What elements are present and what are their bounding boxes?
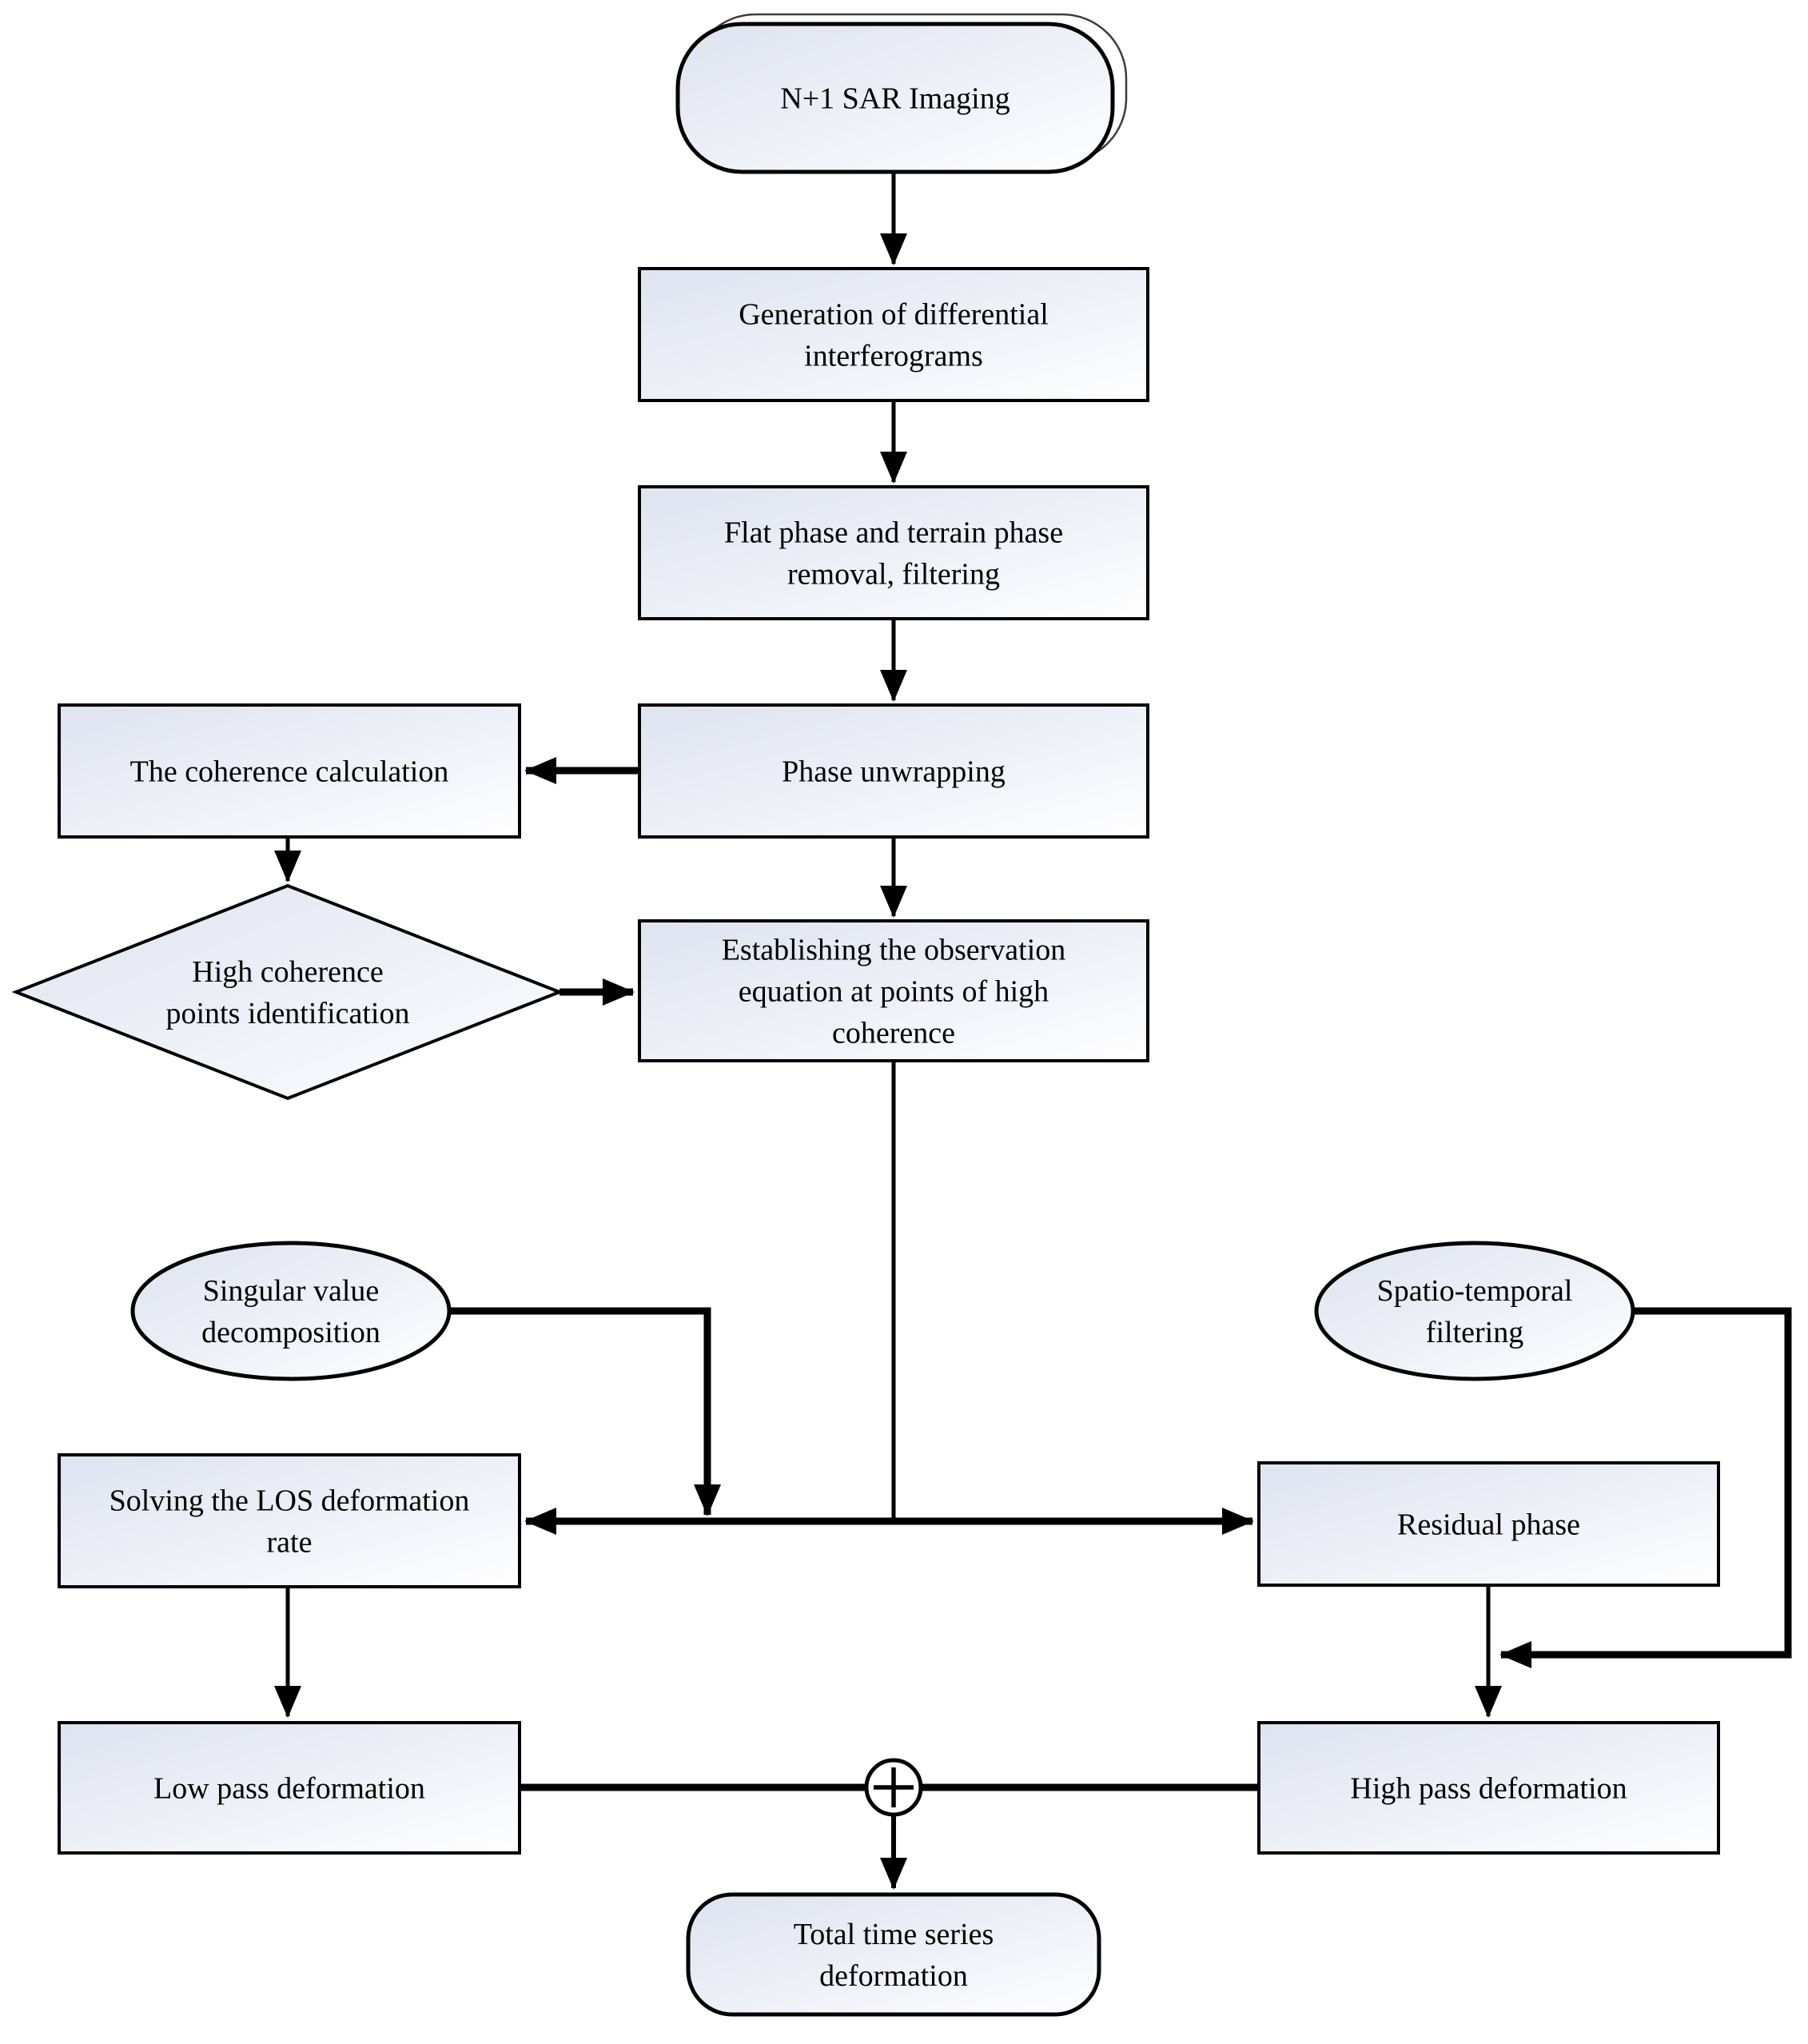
- edges-layer: [274, 173, 1792, 1890]
- process-shape: [638, 485, 1149, 620]
- ellipse-shape: [130, 1241, 452, 1381]
- terminator-shape: [675, 22, 1115, 174]
- process-shape: [638, 703, 1149, 839]
- decision-shape: [11, 883, 564, 1101]
- terminator-shape: [686, 1892, 1101, 2017]
- sum-junction: [864, 1758, 923, 1817]
- process-shape: [1257, 1461, 1720, 1587]
- process-shape: [1257, 1721, 1720, 1855]
- process-shape: [58, 1453, 521, 1588]
- junction-layer: [864, 1758, 923, 1817]
- node-label: High pass deformation: [1350, 1772, 1627, 1806]
- node-coherence-calculation: The coherence calculation: [58, 703, 521, 839]
- node-low-pass-deformation: Low pass deformation: [58, 1721, 521, 1855]
- node-residual-phase: Residual phase: [1257, 1461, 1720, 1587]
- node-label: Residual phase: [1397, 1508, 1580, 1542]
- process-shape: [58, 703, 521, 839]
- ellipse-shape: [1314, 1241, 1635, 1381]
- process-shape: [638, 267, 1149, 402]
- node-phase-unwrapping: Phase unwrapping: [638, 703, 1149, 839]
- node-label: The coherence calculation: [130, 755, 449, 789]
- node-sar-imaging: N+1 SAR Imaging: [675, 13, 1128, 174]
- process-shape: [638, 919, 1149, 1062]
- node-label: N+1 SAR Imaging: [780, 82, 1010, 116]
- edge-svd-to-split: [446, 1307, 721, 1516]
- process-shape: [58, 1721, 521, 1855]
- node-high-pass-deformation: High pass deformation: [1257, 1721, 1720, 1855]
- node-label: Low pass deformation: [153, 1772, 425, 1806]
- edge-spatio-to-merge: [1499, 1307, 1792, 1668]
- node-label: Phase unwrapping: [782, 755, 1006, 789]
